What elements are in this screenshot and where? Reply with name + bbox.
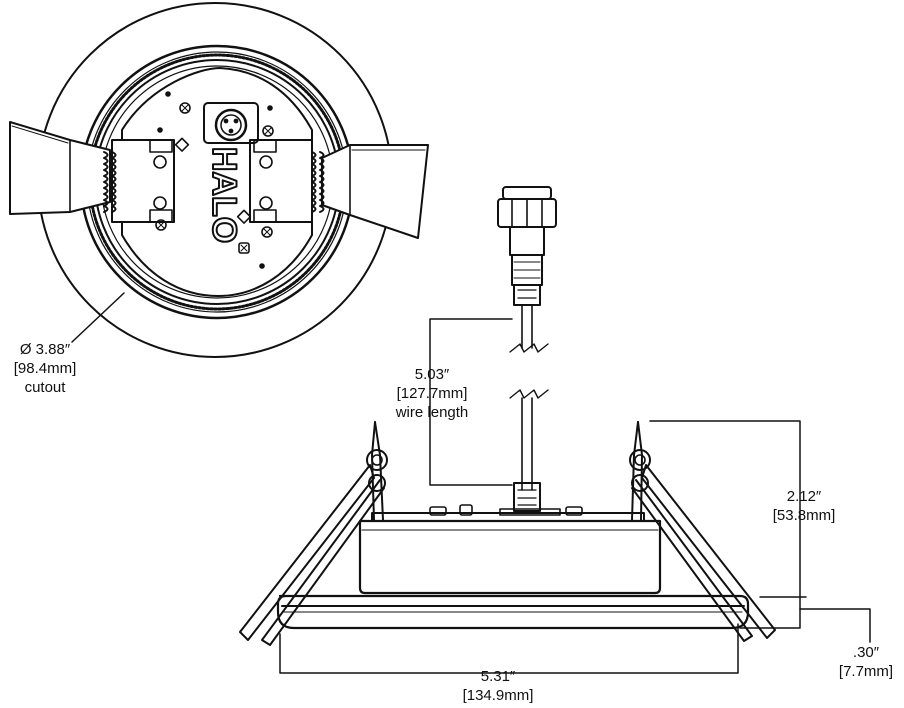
trim-thickness-dimension: .30″ [7.7mm] [828, 643, 904, 681]
left-spring-coil [103, 151, 117, 213]
brand-logo: HALO [205, 147, 243, 243]
wire-value: 5.03″ [414, 366, 450, 383]
height-value: 2.12″ [786, 488, 822, 505]
height-metric: [53.8mm] [772, 507, 836, 524]
side-view [239, 421, 776, 646]
trim-value: .30″ [852, 644, 880, 661]
right-spring-coil [311, 151, 325, 213]
width-metric: [134.9mm] [462, 687, 534, 704]
cutout-caption: cutout [24, 379, 66, 396]
trim-metric: [7.7mm] [838, 663, 894, 680]
wire-length-dimension: 5.03″ [127.7mm] wire length [374, 365, 490, 422]
right-spring-clip [249, 139, 429, 239]
cutout-dimension: Ø 3.88″ [98.4mm] cutout [2, 340, 88, 397]
connector-socket-icon [203, 102, 259, 144]
wire-caption: wire length [395, 404, 469, 421]
screw-icons [155, 91, 274, 269]
top-view: HALO [9, 2, 429, 358]
width-dimension: 5.31″ [134.9mm] [446, 667, 550, 705]
left-spring-clip [9, 121, 175, 223]
wire-metric: [127.7mm] [396, 385, 468, 402]
cutout-value: Ø 3.88″ [19, 341, 71, 358]
cutout-metric: [98.4mm] [13, 360, 77, 377]
width-value: 5.31″ [480, 668, 516, 685]
wire-connector [497, 186, 557, 512]
height-dimension: 2.12″ [53.8mm] [754, 487, 854, 525]
